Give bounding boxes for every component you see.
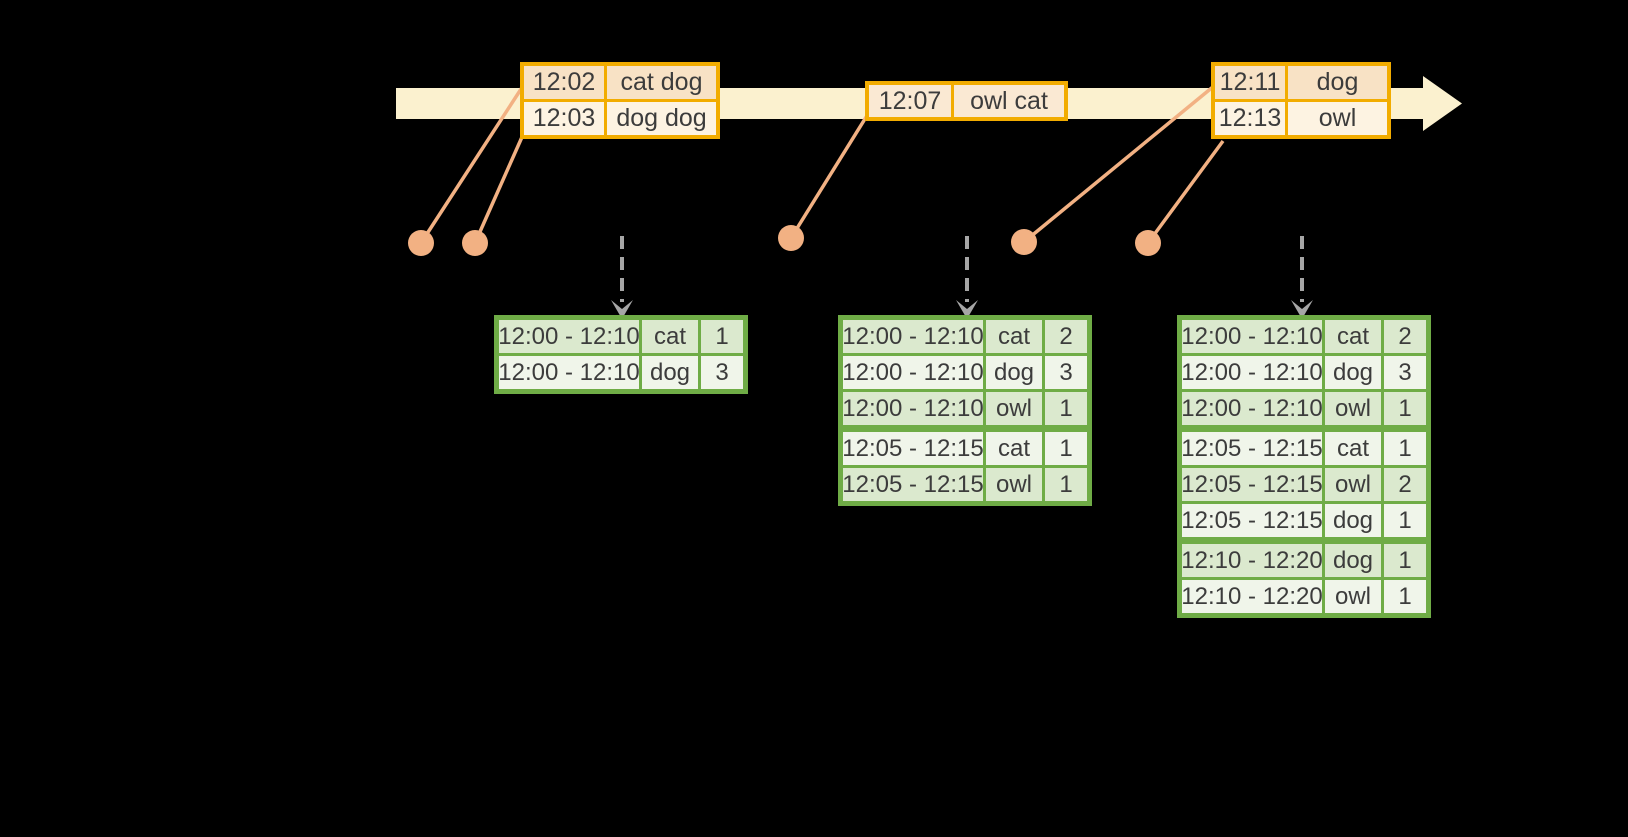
result-window: 12:00 - 12:10 <box>498 356 640 389</box>
event-time: 12:13 <box>1215 102 1285 135</box>
event-words: dog <box>1288 66 1387 99</box>
result-word: owl <box>1325 580 1381 613</box>
result-word: owl <box>1325 468 1381 501</box>
result-word: dog <box>642 356 698 389</box>
result-window: 12:00 - 12:10 <box>842 356 984 389</box>
window-group-separator <box>843 428 1087 429</box>
result-word: dog <box>1325 544 1381 577</box>
event-words: owl <box>1288 102 1387 135</box>
window-group-separator <box>1182 428 1426 429</box>
result-word: dog <box>1325 504 1381 537</box>
event-dot-1203 <box>462 230 488 256</box>
result-count: 1 <box>1045 392 1087 425</box>
result-window: 12:05 - 12:15 <box>1181 504 1323 537</box>
result-count: 2 <box>1045 320 1087 353</box>
result-word: cat <box>1325 432 1381 465</box>
event-time: 12:02 <box>524 66 604 99</box>
event-words: cat dog <box>607 66 716 99</box>
result-count: 1 <box>701 320 743 353</box>
result-word: dog <box>1325 356 1381 389</box>
result-word: cat <box>986 432 1042 465</box>
result-count: 1 <box>1384 392 1426 425</box>
result-table-1: 12:00 - 12:10 cat 1 12:00 - 12:10 dog 3 <box>494 315 748 394</box>
result-word: owl <box>986 468 1042 501</box>
result-window: 12:00 - 12:10 <box>1181 356 1323 389</box>
result-count: 1 <box>1384 504 1426 537</box>
result-window: 12:05 - 12:15 <box>1181 468 1323 501</box>
connector-line-1207 <box>789 113 870 239</box>
result-window: 12:10 - 12:20 <box>1181 544 1323 577</box>
event-words: owl cat <box>954 85 1064 117</box>
event-table-1: 12:02 cat dog 12:03 dog dog <box>520 62 720 139</box>
trigger-arrowhead-icon-3 <box>1291 300 1313 319</box>
event-dot-1202 <box>408 230 434 256</box>
event-time: 12:07 <box>869 85 951 117</box>
result-word: cat <box>1325 320 1381 353</box>
trigger-arrowhead-icon-1 <box>611 300 633 319</box>
result-count: 1 <box>1045 468 1087 501</box>
result-count: 3 <box>1384 356 1426 389</box>
event-dot-1211 <box>1011 229 1037 255</box>
result-window: 12:00 - 12:10 <box>842 320 984 353</box>
result-word: cat <box>642 320 698 353</box>
result-window: 12:05 - 12:15 <box>842 432 984 465</box>
result-word: dog <box>986 356 1042 389</box>
result-count: 3 <box>701 356 743 389</box>
result-word: cat <box>986 320 1042 353</box>
result-count: 1 <box>1045 432 1087 465</box>
result-window: 12:10 - 12:20 <box>1181 580 1323 613</box>
event-dot-1207 <box>778 225 804 251</box>
result-count: 2 <box>1384 468 1426 501</box>
result-window: 12:00 - 12:10 <box>1181 392 1323 425</box>
event-time: 12:11 <box>1215 66 1285 99</box>
trigger-arrowhead-icon-2 <box>956 300 978 319</box>
result-count: 1 <box>1384 544 1426 577</box>
result-window: 12:00 - 12:10 <box>842 392 984 425</box>
result-count: 1 <box>1384 432 1426 465</box>
connector-line-1211 <box>1022 84 1216 244</box>
connector-line-1202 <box>419 85 525 244</box>
result-table-2: 12:00 - 12:10 cat 2 12:00 - 12:10 dog 3 … <box>838 315 1092 506</box>
result-window: 12:00 - 12:10 <box>498 320 640 353</box>
result-word: owl <box>1325 392 1381 425</box>
result-count: 2 <box>1384 320 1426 353</box>
result-count: 3 <box>1045 356 1087 389</box>
window-group-separator <box>1182 540 1426 541</box>
result-count: 1 <box>1384 580 1426 613</box>
result-window: 12:05 - 12:15 <box>842 468 984 501</box>
event-words: dog dog <box>607 102 716 135</box>
result-window: 12:00 - 12:10 <box>1181 320 1323 353</box>
connector-line-1203 <box>473 127 528 244</box>
result-window: 12:05 - 12:15 <box>1181 432 1323 465</box>
event-time: 12:03 <box>524 102 604 135</box>
connector-line-1213 <box>1146 139 1225 245</box>
result-table-3: 12:00 - 12:10 cat 2 12:00 - 12:10 dog 3 … <box>1177 315 1431 618</box>
event-dot-1213 <box>1135 230 1161 256</box>
event-table-3: 12:11 dog 12:13 owl <box>1211 62 1391 139</box>
event-table-2: 12:07 owl cat <box>865 81 1068 121</box>
result-word: owl <box>986 392 1042 425</box>
